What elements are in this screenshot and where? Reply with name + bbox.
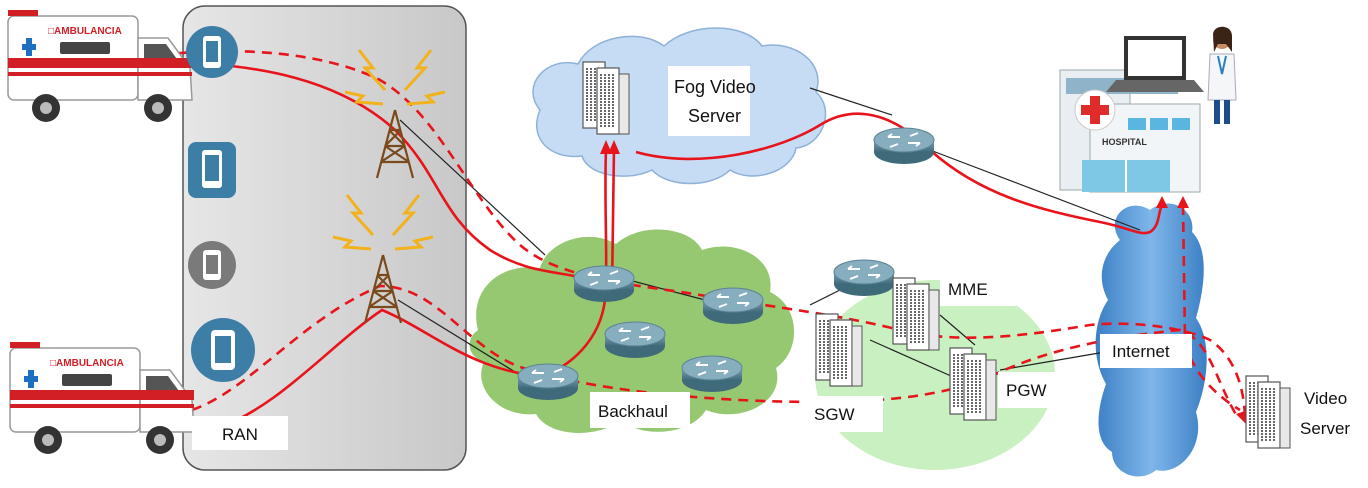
video-server-label-2: Server [1300, 419, 1350, 438]
ran-label-box: RAN [192, 416, 288, 450]
router-icon-backhaul-3 [604, 321, 666, 359]
phone-icon-4 [191, 318, 255, 382]
hospital-sign: HOSPITAL [1102, 137, 1147, 147]
fog-server-label-2: Server [688, 106, 741, 126]
video-server-icon [1245, 375, 1291, 449]
router-icon-backhaul-1 [573, 265, 635, 303]
pgw-label: PGW [1006, 381, 1047, 400]
sgw-label-box: SGW [805, 396, 883, 432]
phone-icon-3 [188, 241, 236, 289]
hospital-icon: HOSPITAL [1059, 69, 1201, 193]
laptop-icon [1106, 36, 1204, 92]
mme-label-box: MME [940, 270, 1020, 306]
video-server-label-1: Video [1304, 389, 1347, 408]
fog-server-label-1: Fog Video [674, 77, 756, 97]
backhaul-label-box: Backhaul [590, 392, 690, 428]
ambulance-icon-top: □AMBULANCIA [7, 9, 193, 123]
sgw-label: SGW [814, 405, 855, 424]
ambulance-label-top: □AMBULANCIA [48, 26, 122, 37]
mme-label: MME [948, 280, 988, 299]
router-icon-backhaul-4 [681, 355, 743, 393]
doctor-icon [1207, 26, 1237, 124]
router-icon-core [833, 259, 895, 297]
ambulance-label-bottom: □AMBULANCIA [50, 358, 124, 369]
ambulance-icon-bottom: □AMBULANCIA [9, 341, 195, 455]
phone-icon-2 [188, 142, 236, 198]
phone-icon-1 [186, 26, 238, 78]
video-server-label-box: Video Server [1292, 376, 1364, 448]
router-icon-backhaul-5 [517, 363, 579, 401]
router-icon-internet-edge [873, 127, 935, 165]
pgw-label-box: PGW [998, 372, 1074, 408]
backhaul-label: Backhaul [598, 402, 668, 421]
fog-server-label-box: Fog Video Server [668, 66, 756, 136]
router-icon-backhaul-2 [702, 287, 764, 325]
ran-label: RAN [222, 425, 258, 444]
internet-label-box: Internet [1100, 334, 1192, 368]
internet-label: Internet [1112, 342, 1170, 361]
